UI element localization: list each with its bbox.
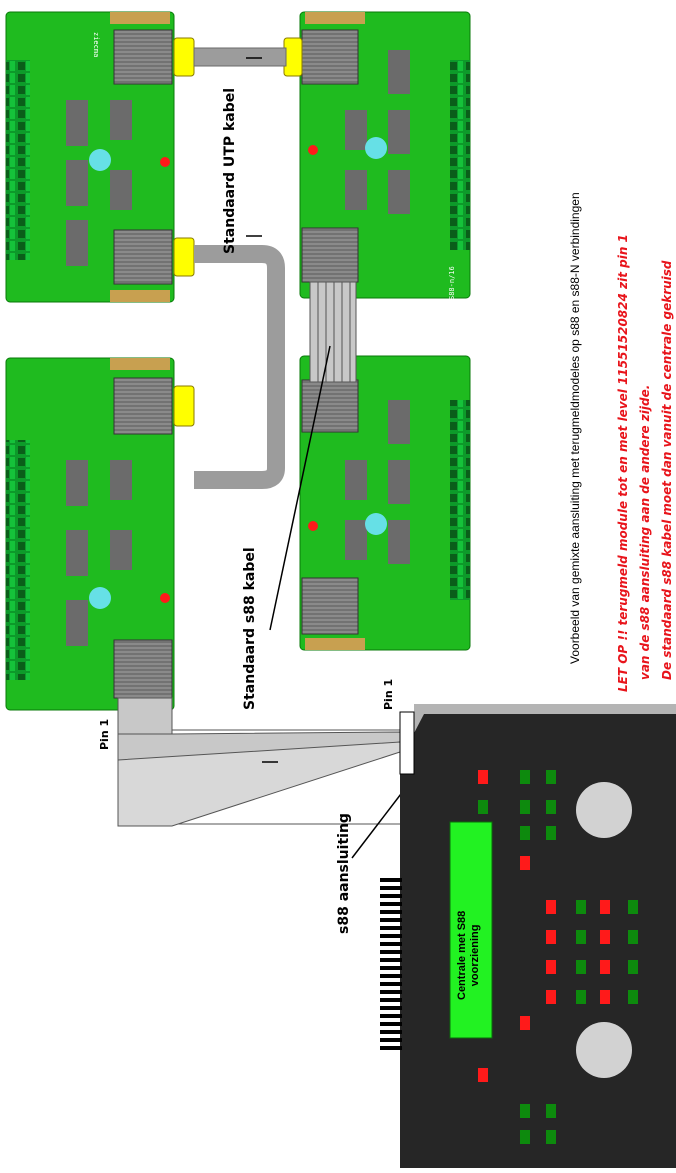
red-led-icon (160, 157, 170, 167)
ic-chip (110, 170, 132, 210)
pin-header (110, 290, 170, 302)
central-pins (380, 878, 402, 1050)
rj45-socket-icon (301, 227, 359, 283)
red-led-icon (308, 145, 318, 155)
rj45-yellow-jack (173, 237, 195, 277)
board-brand: ziecma (92, 32, 100, 58)
terminal-block-icon (6, 440, 30, 680)
rj45-yellow-jack (173, 37, 195, 77)
ic-chip (345, 520, 367, 560)
ic-chip (388, 170, 410, 214)
rj45-socket-icon (113, 639, 173, 699)
terminal-block-icon (6, 60, 30, 260)
pin-header (305, 12, 365, 24)
module-top-left (5, 11, 195, 303)
utp-cable-loop (194, 245, 285, 489)
indicator-buttons (478, 770, 638, 1144)
pin-header (110, 12, 170, 24)
utp-cable-top (193, 47, 287, 67)
ic-chip (388, 400, 410, 444)
ic-chip (388, 50, 410, 94)
warning-line-3: De standaard s88 kabel moet dan vanuit d… (660, 260, 674, 680)
pin1-module-label: Pin 1 (98, 718, 111, 750)
ic-chip (66, 160, 88, 206)
module-middle-right (299, 355, 471, 651)
flat-cable-between-modules (309, 281, 357, 383)
board-model: S88-n/16 (448, 266, 456, 300)
ic-chip (66, 100, 88, 146)
cyan-led-icon (365, 137, 387, 159)
cyan-led-icon (89, 587, 111, 609)
knob (576, 1022, 632, 1078)
rj45-socket-icon (113, 377, 173, 435)
terminal-block-icon (450, 60, 470, 250)
cyan-led-icon (365, 513, 387, 535)
ic-chip (345, 110, 367, 150)
central-display (449, 821, 493, 1039)
diagram-caption: Voorbeeld van gemixte aansluiting met te… (568, 192, 582, 664)
ic-chip (66, 220, 88, 266)
rj45-socket-icon (113, 229, 173, 285)
rj45-socket-icon (301, 577, 359, 635)
red-led-icon (160, 593, 170, 603)
s88-cable-label: Standaard s88 kabel (242, 547, 258, 710)
s88-connection-label: s88 aansluiting (336, 813, 352, 934)
ic-chip (345, 460, 367, 500)
cyan-led-icon (89, 149, 111, 171)
ic-chip (110, 530, 132, 570)
module-top-right (283, 11, 471, 299)
rj45-socket-icon (113, 29, 173, 85)
ic-chip (345, 170, 367, 210)
central-display-text: Centrale met S88 voorziening (456, 911, 482, 1000)
central-display-line1: Centrale met S88 (456, 910, 468, 1000)
pin-header (110, 358, 170, 370)
central-unit (380, 704, 676, 1168)
terminal-block-icon (450, 400, 470, 600)
rj45-socket-icon (301, 29, 359, 85)
ic-chip (66, 460, 88, 506)
ic-chip (388, 110, 410, 154)
warning-line-2: van de s88 aansluiting aan de andere zij… (638, 384, 652, 680)
module-middle-left (5, 357, 195, 711)
pin-header (305, 638, 365, 650)
rj45-yellow-jack (173, 385, 195, 427)
ic-chip (66, 530, 88, 576)
central-edge-connector (399, 711, 415, 775)
warning-line-1: LET OP !! terugmeld module tot en met le… (616, 234, 630, 692)
pointer-line (351, 789, 405, 859)
ic-chip (110, 100, 132, 140)
rj45-socket-icon (301, 379, 359, 433)
central-display-line2: voorziening (469, 924, 481, 987)
pointer-line (269, 345, 331, 631)
ic-chip (66, 600, 88, 646)
ic-chip (388, 520, 410, 564)
pin1-central-label: Pin 1 (382, 678, 395, 710)
knob (576, 782, 632, 838)
ic-chip (388, 460, 410, 504)
ic-chip (110, 460, 132, 500)
red-led-icon (308, 521, 318, 531)
rj45-yellow-jack (283, 37, 303, 77)
utp-cable-label: Standaard UTP kabel (222, 87, 238, 254)
